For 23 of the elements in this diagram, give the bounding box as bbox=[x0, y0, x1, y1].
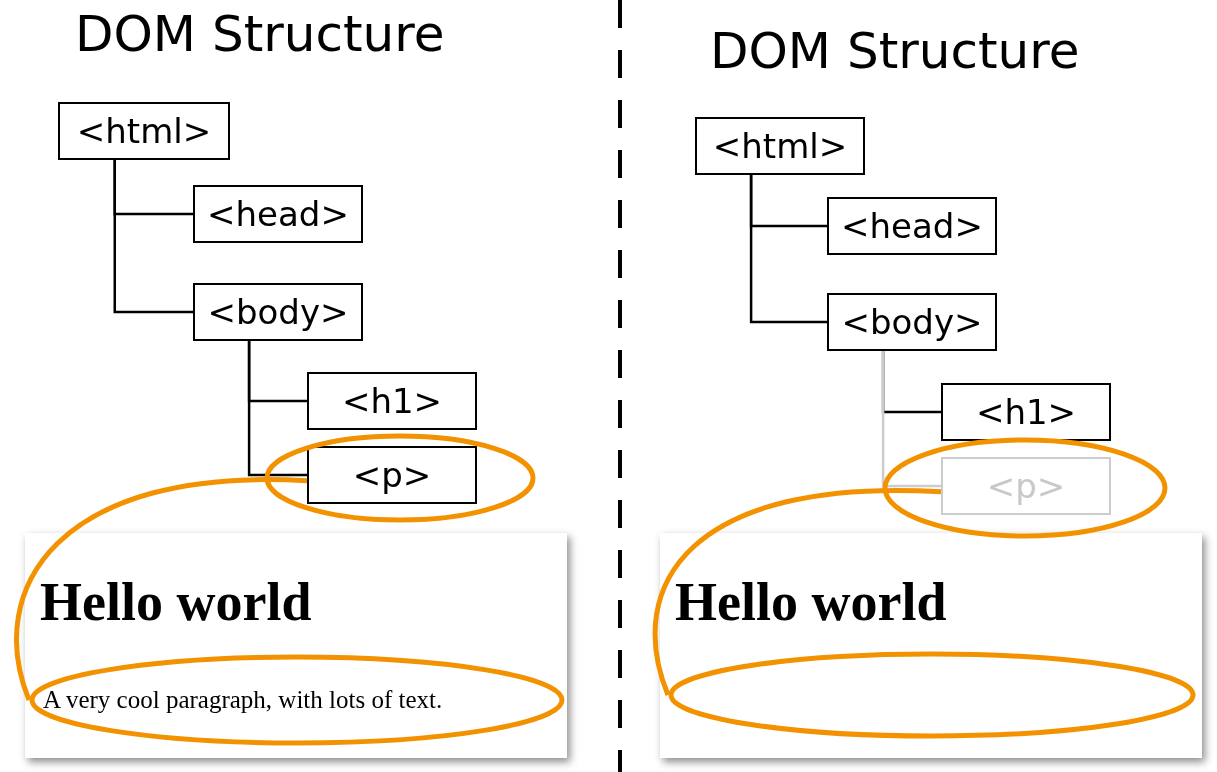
browser-window bbox=[25, 533, 567, 758]
connector-line bbox=[14, 477, 308, 701]
title-text: DOM Structure bbox=[710, 22, 1080, 80]
element-box: <p> bbox=[307, 446, 477, 504]
element-box: <body> bbox=[193, 283, 363, 341]
title-text: DOM Structure bbox=[75, 5, 445, 63]
element-box: <html> bbox=[58, 102, 230, 160]
element-box: <h1> bbox=[941, 383, 1111, 441]
element-box: <body> bbox=[827, 293, 997, 351]
element-box: <html> bbox=[695, 117, 865, 175]
element-box: <head> bbox=[193, 185, 363, 243]
connector-line bbox=[652, 488, 942, 696]
heading-text: Hello world bbox=[40, 571, 312, 633]
highlight-ellipse bbox=[668, 651, 1196, 739]
browser-window bbox=[660, 533, 1202, 758]
element-box: <h1> bbox=[307, 372, 477, 430]
connector-line bbox=[247, 341, 307, 477]
connector-line bbox=[881, 351, 941, 488]
connector-line bbox=[749, 175, 827, 324]
paragraph-text: A very cool paragraph, with lots of text. bbox=[29, 654, 565, 746]
heading-text: Hello world bbox=[675, 571, 947, 633]
connector-line bbox=[113, 160, 193, 314]
element-box: <head> bbox=[827, 197, 997, 255]
